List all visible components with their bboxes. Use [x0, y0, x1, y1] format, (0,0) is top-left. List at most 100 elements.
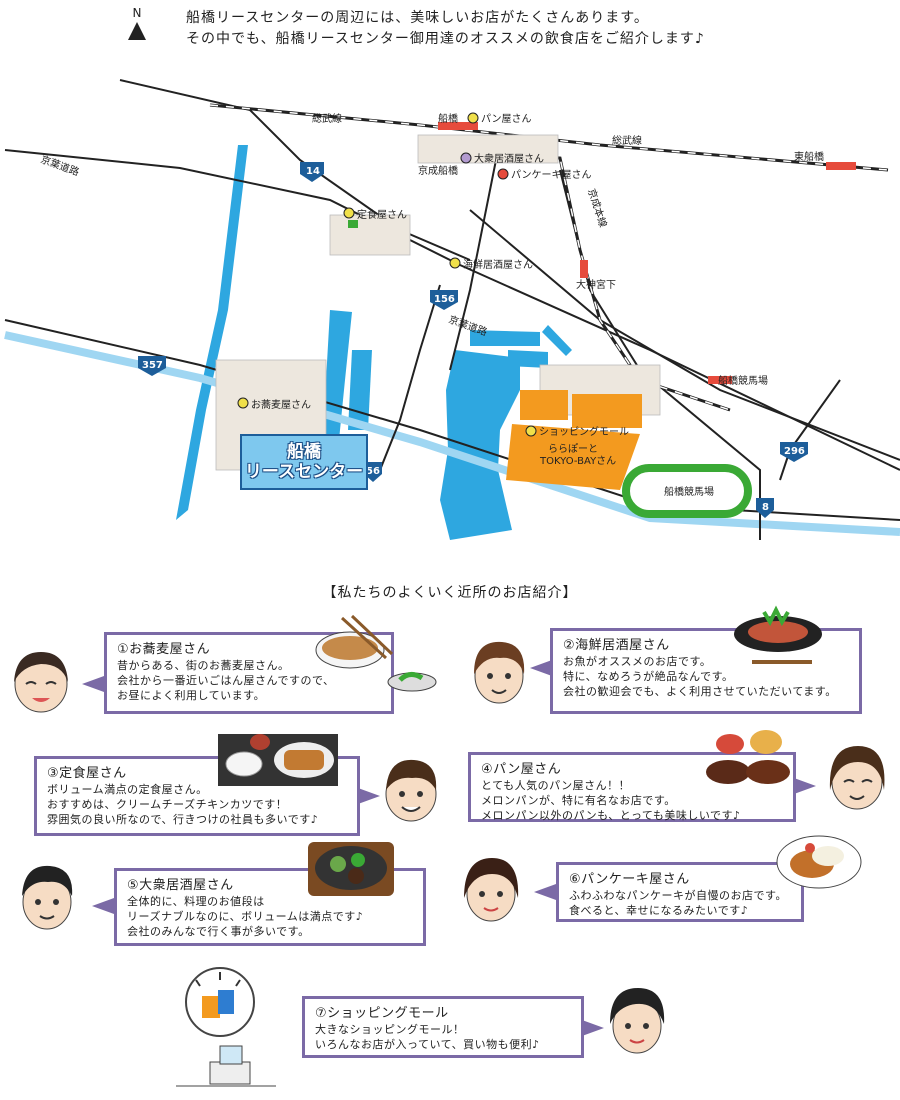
staff-face-woman-4: [610, 988, 665, 1054]
intro-line: お魚がオススメのお店です。: [563, 655, 712, 668]
intro-card-pancake: ⑥パンケーキ屋さん ふわふわなパンケーキが自慢のお店です。 食べると、幸せになる…: [556, 862, 804, 922]
staff-face-man-3: [22, 865, 73, 930]
staff-face-woman-3: [464, 858, 519, 922]
intro-line: いろんなお店が入っていて、買い物も便利♪: [315, 1038, 540, 1051]
intro-card-bakery: ④パン屋さん とても人気のパン屋さん！！ メロンパンが、特に有名なお店です。 メ…: [468, 752, 796, 822]
intro-title: ②海鮮居酒屋さん: [563, 638, 670, 653]
shield-8: [756, 498, 774, 518]
marker-3-square: [348, 220, 358, 228]
staff-face-man-2: [385, 759, 437, 822]
label-shop-4: パン屋さん: [481, 113, 532, 125]
racecourse-oval: [622, 464, 752, 518]
label-shop-6: パンケーキ屋さん: [511, 169, 592, 181]
label-higashi-funabashi: 東船橋: [794, 150, 824, 163]
intro-line: 雰囲気の良い所なので、行きつけの社員も多いです♪: [47, 813, 319, 826]
center-name-line-2: リースセンター: [244, 462, 364, 482]
intro-title: ⑤大衆居酒屋さん: [127, 878, 234, 893]
station-daijingushita: [580, 260, 588, 278]
intro-line: 会社から一番近いごはん屋さんですので、: [117, 674, 335, 687]
intro-line: お昼によく利用しています。: [117, 689, 266, 702]
block-teishoku: [329, 214, 411, 256]
water-areas: [176, 145, 572, 540]
inlet-2: [508, 350, 548, 368]
north-compass: N: [122, 6, 152, 40]
label-sobu-1: 総武線: [312, 112, 342, 125]
label-sobu-2: 総武線: [612, 134, 642, 147]
bubble-tail: [82, 676, 104, 692]
intro-card-shopping-mall: ⑦ショッピングモール 大きなショッピングモール！ いろんなお店が入っていて、買い…: [302, 996, 584, 1058]
bubble-tail: [794, 778, 816, 794]
label-mall-name-2: TOKYO-BAYさん: [539, 455, 616, 467]
marker-7: [525, 425, 537, 437]
marker-1: [237, 397, 249, 409]
intro-line: 会社の歓迎会でも、よく利用させていただいてます。: [563, 685, 837, 698]
shield-56: [364, 462, 382, 482]
center-name-line-1: 船橋: [287, 442, 321, 462]
river-west: [176, 145, 248, 520]
marker-6: [497, 168, 509, 180]
area-map: 14 156 357 296 8 56 総武線 総武線 京成本線 京葉道路 京葉…: [4, 79, 900, 540]
intro-line-1: 船橋リースセンターの周辺には、美味しいお店がたくさんあります。: [186, 10, 649, 26]
bay-water: [440, 350, 520, 540]
inlet-1: [470, 330, 540, 346]
route-156-label: 156: [434, 294, 455, 305]
station-higashi-funabashi: [826, 162, 856, 170]
intro-line: とても人気のパン屋さん！！: [481, 779, 631, 792]
izakaya-dish-icon: [308, 842, 394, 896]
block-station: [417, 134, 559, 164]
intro-line: 特に、なめろうが絶品なんです。: [563, 670, 734, 683]
marker-5: [460, 152, 472, 164]
bubble-tail: [530, 660, 552, 676]
staff-face-man-1: [474, 641, 525, 704]
shopping-mall: [506, 390, 642, 490]
station-keibajo: [708, 376, 732, 384]
bubble-tail: [534, 884, 556, 900]
label-shop-1: お蕎麦屋さん: [251, 399, 311, 411]
shield-296: [780, 442, 808, 462]
map-labels: 総武線 総武線 京成本線 京葉道路 京葉道路 船橋 京成船橋 東船橋 大神宮下 …: [39, 112, 824, 498]
intro-text: 船橋リースセンターの周辺には、美味しいお店がたくさんあります。 その中でも、船橋…: [186, 8, 705, 50]
marker-3: [343, 207, 355, 219]
label-shop-5: 大衆居酒屋さん: [474, 152, 544, 165]
road-south: [449, 149, 499, 371]
bubble-tail: [358, 788, 380, 804]
label-funabashi-station: 船橋: [438, 112, 458, 125]
inlet-3: [542, 325, 572, 356]
marker-4: [467, 112, 479, 124]
route-14: [119, 79, 471, 261]
intro-title: ⑦ショッピングモール: [315, 1006, 449, 1021]
intro-line: おすすめは、クリームチーズチキンカツです！: [47, 798, 288, 811]
label-keisei-line: 京成本線: [585, 187, 610, 229]
route-14-label: 14: [306, 166, 320, 177]
intro-line: 食べると、幸せになるみたいです♪: [569, 904, 749, 917]
sashimi-plate-icon: [734, 605, 822, 664]
label-shop-2: 海鮮居酒屋さん: [463, 258, 533, 271]
section-title: 【私たちのよくいく近所のお店紹介】: [322, 585, 578, 601]
intro-line: 昔からある、街のお蕎麦屋さん。: [117, 659, 290, 672]
north-label: N: [132, 6, 142, 20]
town-blocks: [215, 134, 661, 471]
funabashi-lease-center-sign: 船橋 リースセンター: [240, 434, 368, 490]
route-shields: 14 156 357 296 8 56: [138, 162, 808, 518]
marker-2: [449, 257, 461, 269]
intro-line: ふわふわなパンケーキが自慢のお店です。: [569, 889, 787, 902]
teishoku-tray-icon: [218, 734, 338, 786]
shield-14: [300, 162, 324, 182]
route-296-label: 296: [784, 446, 805, 457]
route-56-label: 56: [366, 466, 380, 477]
north-arrow-icon: [128, 22, 146, 40]
bubble-tail: [582, 1020, 604, 1036]
intro-title: ④パン屋さん: [481, 762, 562, 777]
label-mall-name-1: ららぽーと: [548, 443, 598, 455]
route-8-label: 8: [762, 502, 769, 513]
bayshore-band: [4, 331, 900, 536]
shield-156: [430, 290, 458, 310]
intro-line: 大きなショッピングモール！: [315, 1023, 465, 1036]
station-funabashi: [438, 122, 478, 130]
intro-title: ③定食屋さん: [47, 766, 127, 781]
intro-line: ボリューム満点の定食屋さん。: [47, 783, 208, 796]
label-daijingushita: 大神宮下: [576, 278, 616, 291]
staff-face-woman-1: [14, 652, 68, 713]
intro-line-2: その中でも、船橋リースセンター御用達のオススメの飲食店をご紹介します♪: [186, 31, 705, 47]
bubble-tail: [92, 898, 114, 914]
